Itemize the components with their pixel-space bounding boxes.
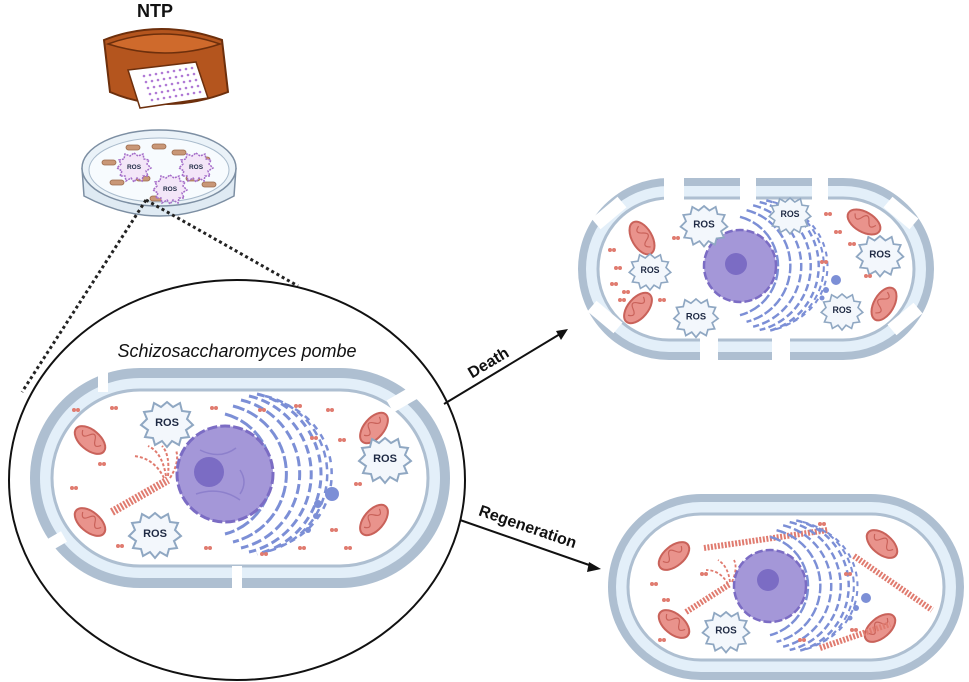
svg-text:ROS: ROS <box>693 220 715 231</box>
dish-ros-2: ROS <box>178 152 214 183</box>
death-ros-6: ROS <box>820 293 864 331</box>
death-ros-1: ROS <box>679 205 729 248</box>
death-ros-3: ROS <box>628 253 672 291</box>
svg-text:ROS: ROS <box>869 250 891 261</box>
svg-text:ROS: ROS <box>189 164 204 171</box>
plasma-grid <box>142 66 202 102</box>
svg-text:ROS: ROS <box>143 528 167 540</box>
petri-dish: ROS ROS ROS <box>81 129 237 217</box>
svg-text:ROS: ROS <box>640 265 659 275</box>
regeneration-label: Regeneration <box>476 503 578 552</box>
main-actin-bundle <box>110 445 179 516</box>
death-ros-2: ROS <box>768 197 812 235</box>
death-cell: ROS ROS ROS ROS ROS ROS <box>578 174 934 364</box>
organism-name: Schizosaccharomyces pombe <box>117 341 356 361</box>
dish-ros-1: ROS <box>116 152 152 183</box>
svg-text:ROS: ROS <box>373 453 397 465</box>
svg-text:ROS: ROS <box>832 305 851 315</box>
svg-text:ROS: ROS <box>686 311 706 321</box>
zoom-lines <box>20 198 299 393</box>
regen-actin-cables <box>684 527 934 651</box>
main-nucleus <box>175 424 275 524</box>
svg-text:ROS: ROS <box>155 417 179 429</box>
main-ros-2: ROS <box>358 437 412 484</box>
main-cell: ROS ROS ROS <box>30 364 450 592</box>
death-ros-4: ROS <box>855 235 905 278</box>
regeneration-arrow: Regeneration <box>459 503 601 572</box>
death-ros-5: ROS <box>673 298 719 339</box>
ntp-device: NTP <box>102 1 230 109</box>
svg-text:ROS: ROS <box>127 164 142 171</box>
main-ros-3: ROS <box>128 512 182 559</box>
death-arrow: Death <box>443 329 568 405</box>
regen-ros: ROS <box>701 611 751 654</box>
regeneration-cell: ROS <box>608 494 964 680</box>
main-ros-1: ROS <box>140 401 194 448</box>
svg-text:ROS: ROS <box>715 626 737 637</box>
dish-ros-3: ROS <box>152 174 188 205</box>
svg-text:ROS: ROS <box>163 186 178 193</box>
svg-text:ROS: ROS <box>780 209 799 219</box>
ntp-title: NTP <box>137 1 173 21</box>
